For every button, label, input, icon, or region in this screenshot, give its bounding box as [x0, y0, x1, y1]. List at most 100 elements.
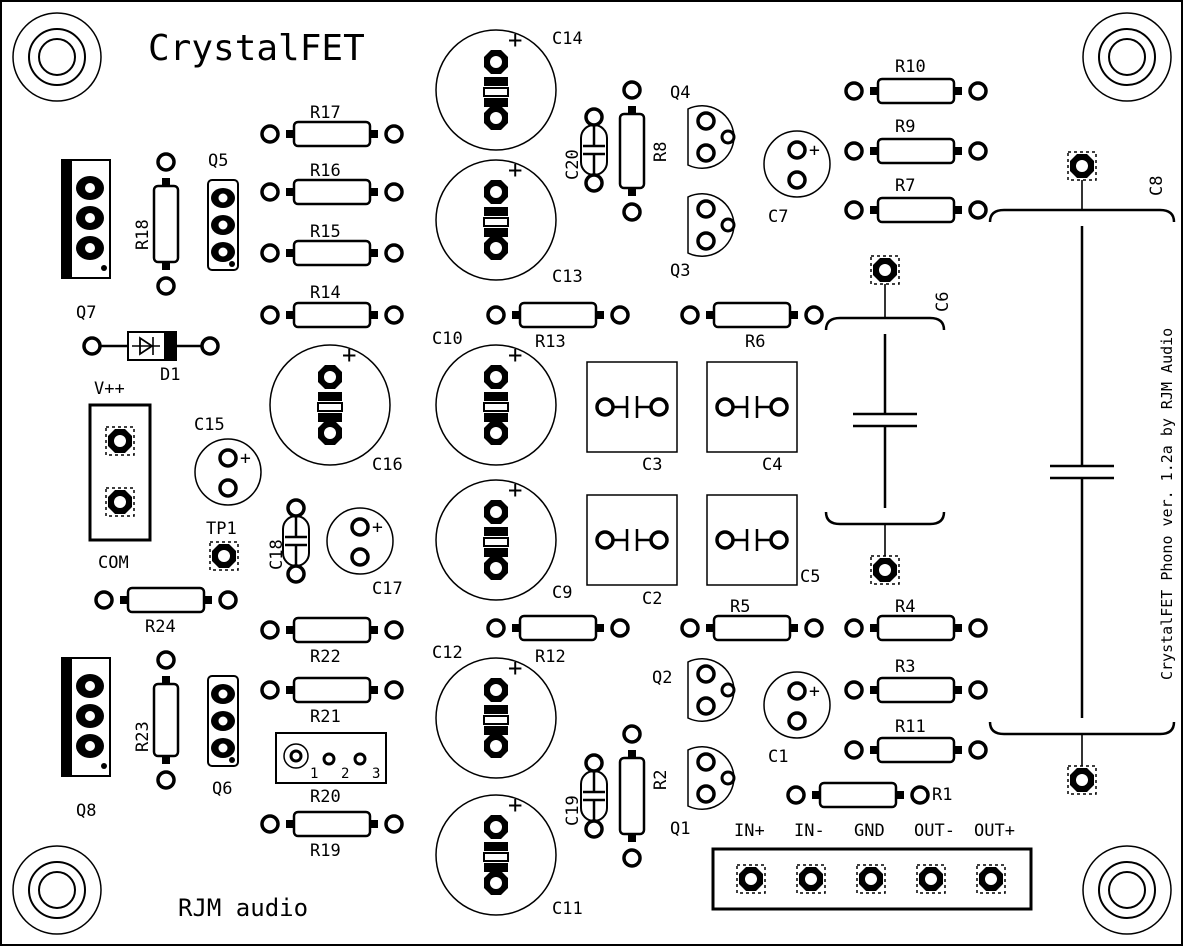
resistor-r18 — [152, 178, 180, 270]
pad — [286, 564, 306, 584]
resistor-r23 — [152, 676, 180, 764]
label-d1: D1 — [160, 365, 180, 385]
label-c1: C1 — [768, 747, 788, 767]
label-c18: C18 — [267, 539, 287, 570]
label-c9: C9 — [552, 583, 572, 603]
resistor-r19 — [286, 810, 378, 838]
capacitor-c10 — [435, 344, 557, 466]
label-r24: R24 — [145, 617, 176, 637]
pad — [200, 336, 220, 356]
label-c20: C20 — [563, 149, 583, 180]
big-pad — [484, 500, 508, 524]
label-r5: R5 — [730, 597, 750, 617]
label-c2: C2 — [642, 589, 662, 609]
pad — [680, 618, 700, 638]
pad — [260, 182, 280, 202]
plus-sign: + — [508, 26, 522, 54]
label-c5: C5 — [800, 567, 820, 587]
pad — [787, 681, 807, 701]
transistor-q8 — [61, 657, 111, 777]
pad — [260, 305, 280, 325]
pad — [696, 696, 716, 716]
big-pad — [484, 556, 508, 580]
big-pad — [484, 106, 508, 130]
label-q4: Q4 — [670, 83, 690, 103]
resistor-r21 — [286, 676, 378, 704]
big-pad — [870, 555, 900, 585]
resistor-r24 — [120, 586, 212, 614]
pad — [610, 305, 630, 325]
label-c15: C15 — [194, 415, 225, 435]
plus-sign: + — [508, 791, 522, 819]
big-pad — [856, 864, 886, 894]
label-q5: Q5 — [208, 151, 228, 171]
label-r7: R7 — [895, 176, 915, 196]
label-r19: R19 — [310, 841, 341, 861]
label-r6: R6 — [745, 332, 765, 352]
pad — [968, 200, 988, 220]
resistor-r8 — [618, 106, 646, 196]
diode-d1 — [100, 331, 202, 361]
capacitor-c2 — [586, 494, 678, 586]
label-r1: R1 — [932, 785, 952, 805]
pad — [787, 711, 807, 731]
label-c11: C11 — [552, 899, 583, 919]
big-pad — [105, 426, 135, 456]
big-pad — [1067, 765, 1097, 795]
pad — [156, 650, 176, 670]
pad — [844, 141, 864, 161]
pad — [218, 590, 238, 610]
transistor-q5 — [207, 179, 239, 271]
label-out-minus: OUT- — [914, 821, 955, 841]
capacitor-c5 — [706, 494, 798, 586]
pad — [584, 107, 604, 127]
big-pad — [484, 815, 508, 839]
label-r8: R8 — [651, 142, 671, 162]
pad — [968, 740, 988, 760]
label-q6: Q6 — [212, 779, 232, 799]
capacitor-c13 — [435, 159, 557, 281]
plus-sign: + — [809, 681, 820, 702]
label-c19: C19 — [563, 795, 583, 826]
pad — [584, 173, 604, 193]
big-pad — [484, 421, 508, 445]
label-q2: Q2 — [652, 668, 672, 688]
label-r17: R17 — [310, 103, 341, 123]
pad — [260, 243, 280, 263]
pad — [384, 305, 404, 325]
label-tp1: TP1 — [206, 519, 237, 539]
big-pad — [318, 365, 342, 389]
capacitor-c7 — [763, 130, 831, 198]
pad — [384, 620, 404, 640]
resistor-r2 — [618, 750, 646, 842]
pad — [786, 785, 806, 805]
big-pad — [916, 864, 946, 894]
pad — [910, 785, 930, 805]
pad — [384, 680, 404, 700]
resistor-r11 — [870, 736, 962, 764]
transistor-q7 — [61, 159, 111, 279]
pad — [787, 170, 807, 190]
resistor-r13 — [512, 301, 604, 329]
mounting-hole — [12, 845, 102, 935]
pad — [696, 111, 716, 131]
pad — [622, 724, 642, 744]
capacitor-c19 — [580, 770, 608, 822]
label-vpp: V++ — [94, 379, 125, 399]
pad — [384, 182, 404, 202]
pad — [696, 664, 716, 684]
pad — [384, 814, 404, 834]
resistor-r9 — [870, 137, 962, 165]
resistor-r4 — [870, 614, 962, 642]
board-maker: RJM audio — [178, 894, 308, 922]
resistor-r17 — [286, 120, 378, 148]
capacitor-c16 — [269, 344, 391, 466]
pad — [968, 680, 988, 700]
pad — [696, 143, 716, 163]
pad — [286, 498, 306, 518]
resistor-r3 — [870, 676, 962, 704]
pad — [649, 397, 669, 417]
capacitor-c8 — [988, 180, 1176, 766]
label-c8: C8 — [1147, 176, 1167, 196]
